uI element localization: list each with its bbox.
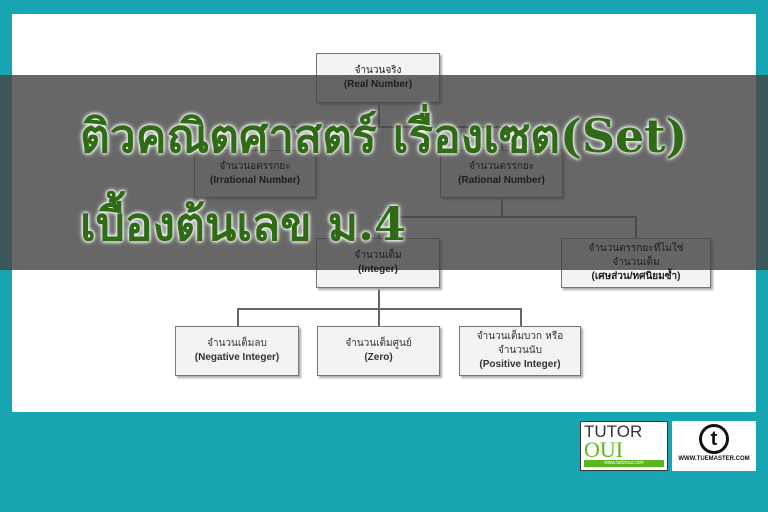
logo-text: OUI	[584, 437, 624, 462]
node-label-th: จำนวนอตรรกยะ	[219, 161, 291, 172]
logo-url: www.tutoroui.com	[584, 460, 664, 467]
connector	[520, 308, 522, 326]
connector	[378, 288, 380, 308]
tuemaster-logo[interactable]: t WWW.TUEMASTER.COM	[672, 421, 756, 471]
node-label-en: (เศษส่วน/ทศนิยมซ้ำ)	[591, 271, 681, 282]
node-zero: จำนวนเต็มศูนย์ (Zero)	[317, 326, 440, 376]
node-label-th: จำนวนนับ	[498, 345, 542, 356]
node-label-en: (Rational Number)	[458, 175, 545, 186]
node-label-th: จำนวนเต็ม	[612, 257, 660, 268]
tutoroui-logo[interactable]: TUTOR OUI www.tutoroui.com	[580, 421, 668, 471]
node-label-en: (Zero)	[364, 352, 393, 363]
node-label-en: (Integer)	[358, 264, 398, 275]
connector	[378, 308, 380, 326]
node-label-th: จำนวนเต็มลบ	[207, 338, 267, 349]
node-label-en: (Irrational Number)	[209, 175, 300, 186]
node-label-th: จำนวนตรรกยะที่ไม่ใช่	[588, 243, 684, 254]
node-label-th: จำนวนเต็มศูนย์	[345, 338, 412, 349]
connector	[237, 308, 239, 326]
node-positive-integer: จำนวนเต็มบวก หรือจำนวนนับ (Positive Integ…	[459, 326, 581, 376]
node-negative-integer: จำนวนเต็มลบ (Negative Integer)	[175, 326, 299, 376]
node-label-th: จำนวนเต็ม	[354, 250, 402, 261]
node-label-th: จำนวนจริง	[354, 65, 402, 76]
node-label-en: (Negative Integer)	[194, 352, 280, 363]
logo-text: TUTOR	[584, 422, 643, 441]
node-label-th: จำนวนเต็มบวก หรือ	[476, 331, 564, 342]
title-overlay-band	[0, 75, 768, 270]
title-line-2: เบื้องต้นเลข ม.4	[80, 197, 407, 251]
title-line-1: ติวคณิตศาสตร์ เรื่องเซต(Set)	[80, 109, 688, 163]
node-label-en: (Positive Integer)	[479, 359, 561, 370]
tuemaster-t-icon: t	[699, 424, 729, 454]
node-label-th: จำนวนตรรกยะ	[468, 161, 535, 172]
node-label-en: (Real Number)	[343, 79, 413, 90]
logo-url: WWW.TUEMASTER.COM	[678, 456, 750, 462]
